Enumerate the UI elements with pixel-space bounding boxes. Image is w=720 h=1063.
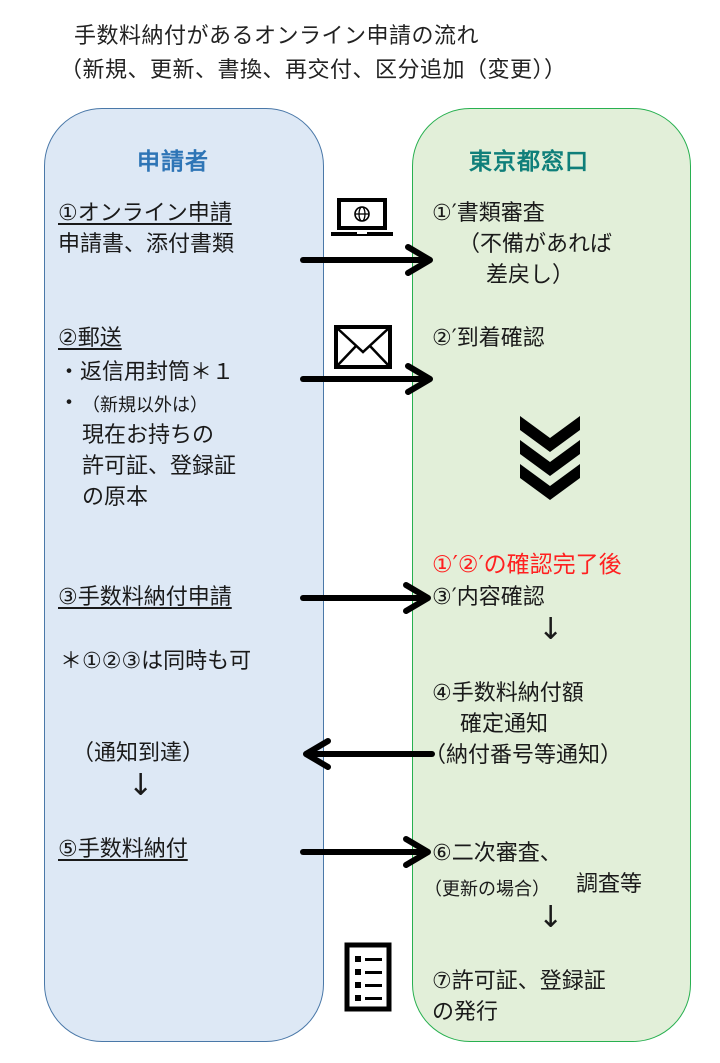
- step4-line2: 確定通知: [460, 712, 549, 737]
- step2-mail: ②郵送: [58, 326, 122, 351]
- applicant-heading: 申請者: [137, 149, 209, 175]
- notice-arrival: （通知到達）: [72, 741, 205, 766]
- triple-chevron-down-icon: [520, 416, 580, 500]
- envelope-icon: [334, 325, 392, 369]
- step1p-document-review: ①′書類審査: [432, 201, 545, 226]
- arrow-step1-to-office: [300, 244, 433, 276]
- diagram-title-line2: （新規、更新、書換、再交付、区分追加（変更））: [60, 58, 567, 83]
- step2-permit-registration: 許可証、登録証: [82, 454, 237, 479]
- arrow-step3-to-office: [300, 582, 431, 614]
- laptop-globe-icon: [331, 198, 393, 236]
- step1-detail: 申請書、添付書類: [58, 232, 235, 257]
- step6-update-case: （更新の場合）: [424, 879, 550, 900]
- step1-online-application: ①オンライン申請: [58, 201, 232, 226]
- step2-item-return-envelope: ・返信用封筒＊１: [58, 360, 235, 385]
- step2-original: の原本: [82, 485, 149, 510]
- step4-line1: ④手数料納付額: [432, 681, 584, 706]
- step6-line1: ⑥二次審査、: [432, 841, 562, 866]
- office-panel: [412, 108, 691, 1042]
- office-down-arrow-1: ↓: [538, 612, 564, 647]
- arrow-notice-to-applicant: [303, 738, 435, 770]
- step5-fee-payment: ⑤手数料納付: [58, 837, 188, 862]
- step7-line1: ⑦許可証、登録証: [432, 969, 606, 994]
- step4-line3: （納付番号等通知）: [424, 743, 623, 768]
- office-down-arrow-2: ↓: [538, 900, 564, 935]
- arrow-step2-to-office: [300, 363, 433, 395]
- document-list-icon: [344, 942, 392, 1012]
- diagram-title-line1: 手数料納付があるオンライン申請の流れ: [74, 24, 480, 49]
- arrow-step5-to-office: [300, 836, 431, 868]
- step2p-arrival-check: ②′到着確認: [432, 326, 545, 351]
- after-confirmation-note: ①′②′の確認完了後: [432, 552, 622, 578]
- step6-investigation: 調査等: [576, 872, 643, 897]
- step3p-content-check: ③′内容確認: [432, 585, 545, 610]
- step2-non-new-note: （新規以外は）: [82, 395, 208, 416]
- step2-current-holding: 現在お持ちの: [82, 423, 215, 448]
- simultaneous-note: ＊①②③は同時も可: [60, 649, 252, 674]
- step2-bullet: ・: [58, 391, 81, 416]
- applicant-panel: [44, 108, 324, 1042]
- step1p-detail2: 差戻し）: [486, 263, 575, 288]
- step1p-detail1: （不備があれば: [458, 232, 613, 257]
- step7-line2: の発行: [432, 1000, 499, 1025]
- office-heading: 東京都窓口: [469, 149, 589, 175]
- applicant-down-arrow: ↓: [128, 768, 154, 803]
- step3-fee-payment-application: ③手数料納付申請: [58, 585, 232, 610]
